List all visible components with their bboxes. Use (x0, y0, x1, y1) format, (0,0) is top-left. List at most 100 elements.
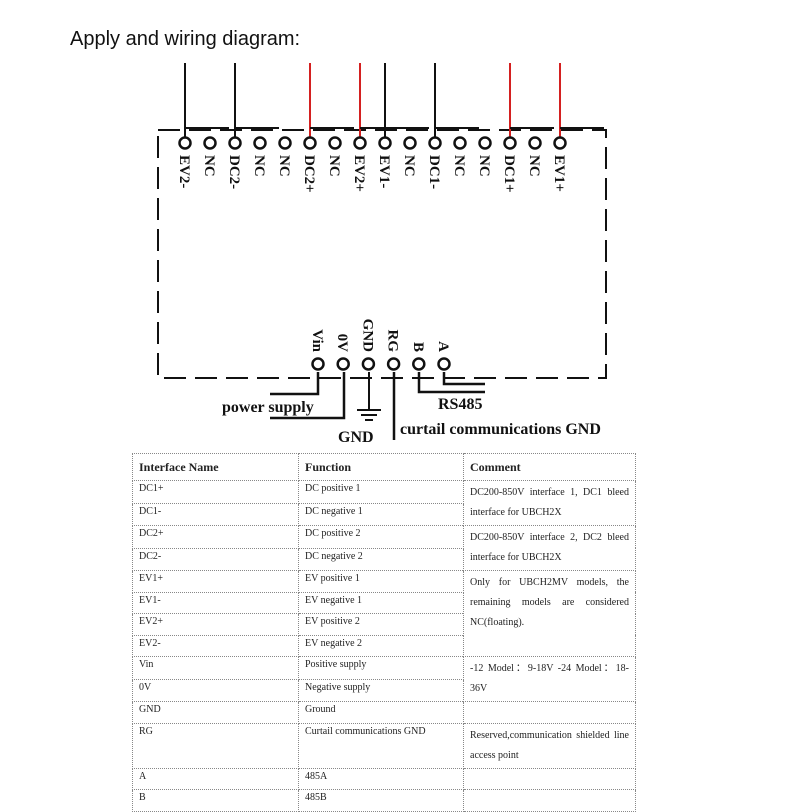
terminal-screw (478, 136, 492, 150)
wire-ev1-negpos (559, 63, 604, 143)
wire-ev2-neg (184, 63, 229, 143)
interface-table: Interface Name Function Comment DC1+DC p… (132, 453, 636, 812)
wire-dc1-neg (434, 63, 479, 143)
terminal-label: NC (451, 155, 467, 177)
interface-name-cell: EV1+ (132, 570, 299, 593)
terminal-label: 0V (334, 334, 350, 353)
terminal-screw (528, 136, 542, 150)
function-cell: EV positive 2 (298, 613, 464, 636)
wire-ev1-neg (384, 63, 429, 143)
terminal-label: Vin (309, 329, 325, 352)
terminal-screw (553, 136, 567, 150)
interface-name-cell: EV1- (132, 591, 299, 614)
terminal-screw (378, 136, 392, 150)
table-row: EV2-EV negative 2 (132, 634, 636, 657)
terminal-label: EV1+ (551, 155, 567, 192)
table-row: EV1-EV negative 1 (132, 591, 636, 614)
comment-cell: -12 Model：9-18V -24 Model：18-36V (463, 656, 636, 702)
terminal-screw (403, 136, 417, 150)
comment-cell: Only for UBCH2MV models, the remaining m… (463, 570, 636, 657)
terminal-screw (328, 136, 342, 150)
comment-cell: Reserved,communication shielded line acc… (463, 722, 636, 769)
terminal-screw (228, 136, 242, 150)
terminal-label: NC (526, 155, 542, 177)
interface-name-cell: EV2- (132, 634, 299, 657)
table-row: DC2-DC negative 2 (132, 547, 636, 571)
terminal-screw (453, 136, 467, 150)
comment-cell: DC200-850V interface 1, DC1 bleed interf… (463, 480, 636, 526)
comment-cell: DC200-850V interface 2, DC2 bleed interf… (463, 525, 636, 571)
interface-name-cell: DC2+ (132, 525, 299, 549)
rs485-label: RS485 (438, 396, 482, 413)
terminal-screw (412, 357, 426, 371)
curtail-gnd-label: curtail communications GND (400, 421, 601, 438)
interface-name-cell: B (132, 789, 299, 812)
ground-symbol (357, 372, 381, 421)
wire-dc2-negpos (309, 63, 354, 143)
terminal-label: DC2- (226, 155, 242, 189)
function-cell: Curtail communications GND (298, 722, 464, 769)
terminal-label: DC1+ (501, 155, 517, 193)
rs485-leads (417, 372, 485, 394)
terminal-label: B (410, 342, 426, 352)
terminal-label: DC1- (426, 155, 442, 189)
header-interface-name: Interface Name (132, 453, 299, 481)
function-cell: 485A (298, 767, 464, 790)
function-cell: EV negative 1 (298, 591, 464, 614)
function-cell: DC negative 2 (298, 547, 464, 571)
device-outline (157, 129, 607, 379)
function-cell: DC negative 1 (298, 502, 464, 526)
terminal-screw (178, 136, 192, 150)
header-function: Function (298, 453, 464, 481)
table-row: EV2+EV positive 2 (132, 613, 636, 636)
terminal-label: EV1- (376, 155, 392, 188)
function-cell: Negative supply (298, 678, 464, 702)
terminal-label: GND (359, 319, 375, 353)
terminal-screw (386, 357, 401, 371)
terminal-label: NC (401, 155, 417, 177)
function-cell: Positive supply (298, 656, 464, 680)
interface-name-cell: 0V (132, 678, 299, 702)
wire-dc1-negpos (509, 63, 554, 143)
terminal-screw (361, 357, 376, 371)
interface-name-cell: DC1- (132, 502, 299, 526)
interface-name-cell: DC1+ (132, 480, 299, 504)
gnd-label: GND (338, 429, 374, 446)
table-header-row: Interface Name Function Comment (132, 453, 636, 481)
function-cell: DC positive 2 (298, 525, 464, 549)
interface-name-cell: EV2+ (132, 613, 299, 636)
interface-name-cell: GND (132, 701, 299, 724)
table-row: DC1-DC negative 1 (132, 502, 636, 526)
terminal-label: NC (201, 155, 217, 177)
terminal-label: NC (251, 155, 267, 177)
terminal-label: EV2- (176, 155, 192, 188)
comment-cell (463, 701, 636, 724)
power-supply-leads (270, 372, 346, 420)
terminal-screw (437, 357, 451, 371)
function-cell: EV negative 2 (298, 634, 464, 657)
comment-cell (463, 789, 636, 812)
header-comment: Comment (463, 453, 636, 481)
terminal-label: RG (385, 330, 401, 353)
interface-name-cell: RG (132, 722, 299, 769)
power-supply-label: power supply (222, 399, 314, 416)
terminal-screw (253, 136, 267, 150)
interface-name-cell: DC2- (132, 547, 299, 571)
terminal-label: NC (276, 155, 292, 177)
terminal-label: NC (476, 155, 492, 177)
terminal-screw (428, 136, 442, 150)
terminal-label: A (435, 341, 451, 352)
terminal-screw (311, 357, 325, 371)
terminal-screw (503, 136, 517, 150)
wire-dc2-neg (234, 63, 279, 143)
